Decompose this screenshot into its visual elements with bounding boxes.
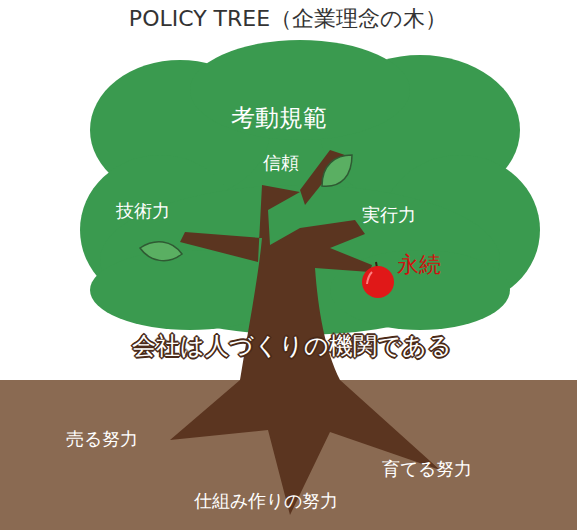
fruit-label: 永続 (397, 252, 441, 278)
branch-label: 技術力 (116, 200, 170, 222)
branch-label: 信頼 (263, 152, 299, 174)
root-label: 育てる努力 (382, 458, 472, 480)
title: POLICY TREE（企業理念の木） (129, 6, 447, 32)
trunk-motto: 会社は人づくりの機関である (132, 332, 452, 361)
root-label: 仕組み作りの努力 (194, 490, 338, 512)
root-label: 売る努力 (66, 428, 138, 450)
leaf (322, 155, 352, 186)
leaf (140, 242, 182, 261)
branch-label: 実行力 (362, 204, 416, 226)
value-label: 考動規範 (231, 104, 327, 133)
apple (362, 266, 394, 298)
